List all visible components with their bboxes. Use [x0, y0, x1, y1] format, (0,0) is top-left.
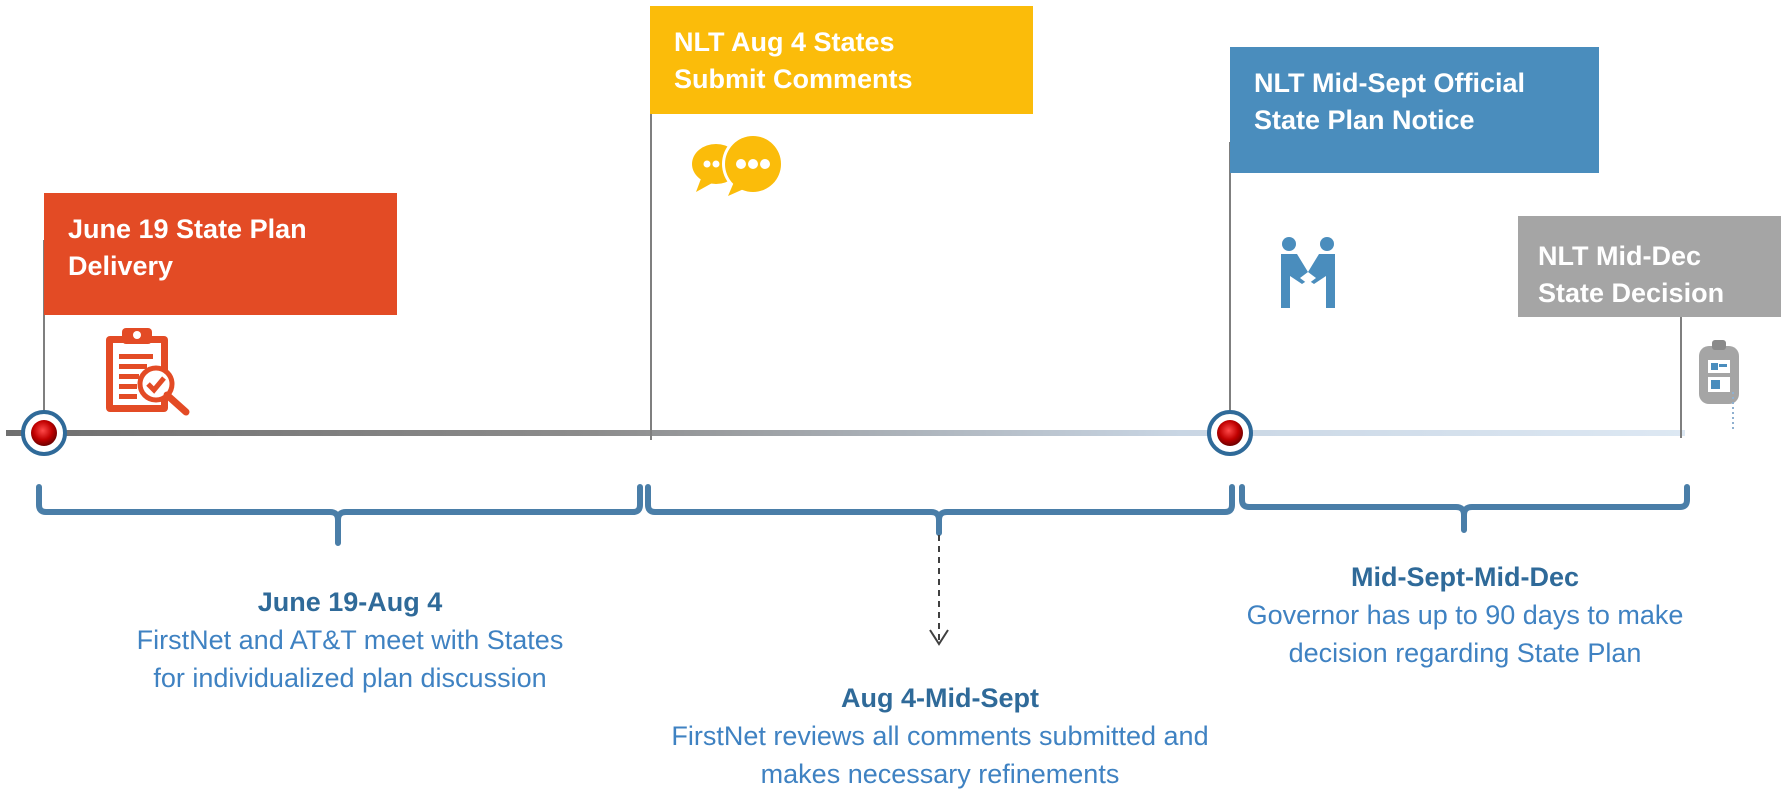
milestone-june19: June 19 State Plan Delivery: [44, 193, 397, 315]
clipboard-check-icon: [104, 326, 192, 416]
period-midsept-middec-title: Mid-Sept-Mid-Dec: [1351, 562, 1579, 592]
milestone-aug4: NLT Aug 4 States Submit Comments: [650, 6, 1033, 114]
milestone-aug4-text: NLT Aug 4 States Submit Comments: [674, 27, 913, 94]
bracket-midsept-middec: [1239, 484, 1690, 533]
period-june19-aug4-desc: FirstNet and AT&T meet with States for i…: [136, 625, 564, 693]
timeline-marker-start: [21, 410, 67, 456]
period-june19-aug4: June 19-Aug 4 FirstNet and AT&T meet wit…: [130, 583, 570, 697]
milestone-june19-text: June 19 State Plan Delivery: [68, 214, 307, 281]
period-midsept-middec: Mid-Sept-Mid-Dec Governor has up to 90 d…: [1215, 558, 1715, 672]
chat-bubbles-icon: [690, 130, 790, 200]
checklist-icon: [1697, 340, 1743, 432]
milestone-middec-text: NLT Mid-Dec State Decision: [1538, 241, 1725, 308]
milestone-midsept-text: NLT Mid-Sept Official State Plan Notice: [1254, 68, 1525, 135]
milestone-midsept: NLT Mid-Sept Official State Plan Notice: [1230, 47, 1599, 173]
timeline-bar: [6, 430, 1685, 436]
period-june19-aug4-title: June 19-Aug 4: [257, 587, 443, 617]
dashed-arrow-head: [929, 629, 949, 646]
period-aug4-midsept: Aug 4-Mid-Sept FirstNet reviews all comm…: [640, 679, 1240, 793]
bracket-june19-aug4: [36, 484, 643, 546]
period-midsept-middec-desc: Governor has up to 90 days to make decis…: [1246, 600, 1684, 668]
milestone-middec: NLT Mid-Dec State Decision: [1518, 216, 1781, 317]
handshake-icon: [1278, 236, 1338, 310]
timeline-marker-midsept: [1207, 410, 1253, 456]
bracket-aug4-midsept: [645, 484, 1235, 536]
period-aug4-midsept-title: Aug 4-Mid-Sept: [841, 683, 1039, 713]
period-aug4-midsept-desc: FirstNet reviews all comments submitted …: [671, 721, 1209, 789]
